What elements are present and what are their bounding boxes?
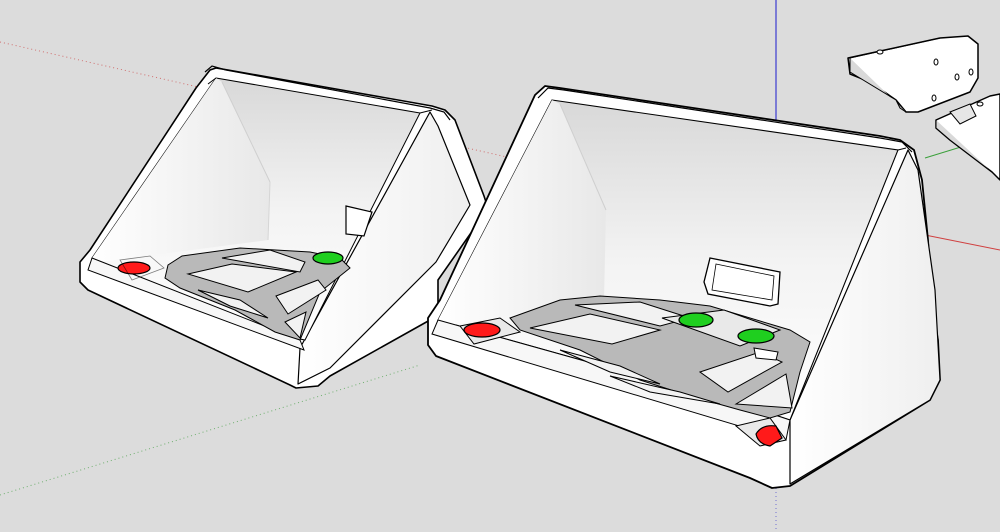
- right-green-indicator-1: [678, 312, 714, 328]
- right-red-indicator-1: [463, 322, 501, 338]
- left-floor-cavity: [164, 247, 351, 341]
- right-enclosure[interactable]: [427, 85, 941, 489]
- left-window-cutout: [345, 205, 373, 237]
- right-enclosure-side: [789, 149, 941, 485]
- left-enclosure-side: [297, 111, 471, 385]
- left-red-indicator: [117, 261, 151, 275]
- green-axis-dotted: [0, 364, 421, 496]
- left-enclosure-floor: [87, 257, 305, 351]
- right-window-cutout: [703, 257, 781, 307]
- bracket-parts[interactable]: [847, 35, 1000, 181]
- left-enclosure[interactable]: [79, 65, 488, 389]
- right-red-indicator-2: [755, 425, 783, 447]
- right-green-indicator-2: [737, 328, 775, 344]
- red-axis-solid: [924, 234, 1000, 251]
- left-green-indicator: [312, 251, 344, 265]
